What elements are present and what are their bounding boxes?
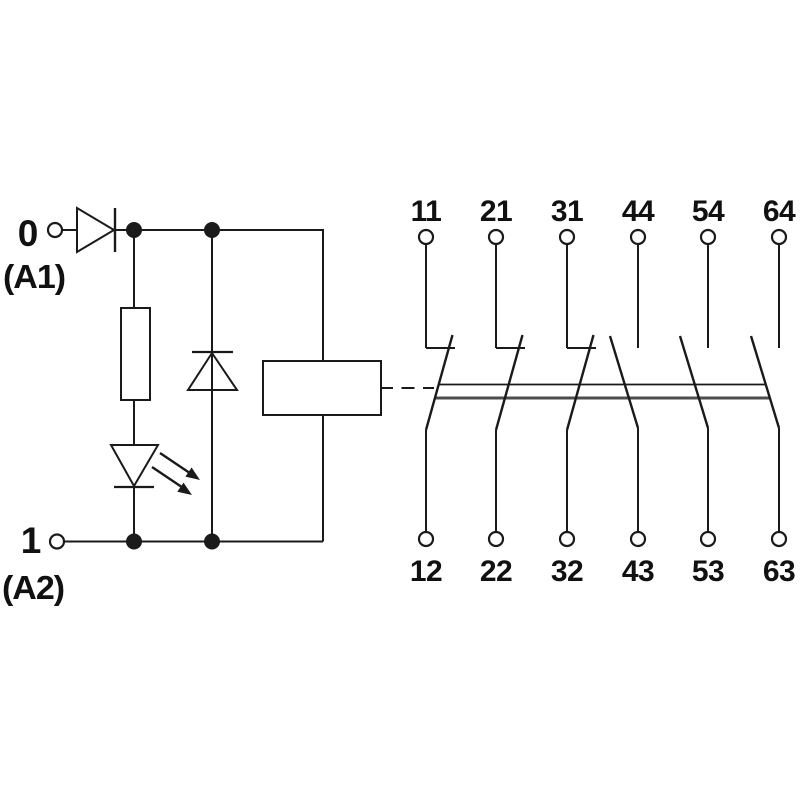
- terminal-a2-label: (A2): [2, 569, 64, 606]
- led-triangle: [109, 444, 160, 489]
- contact-bottom-label: 43: [622, 555, 654, 588]
- contact-moving-arm: [608, 335, 640, 429]
- junction-dot: [126, 222, 142, 238]
- contact-top-label: 64: [763, 195, 796, 228]
- resistor: [120, 307, 151, 401]
- emission-arrow-head: [185, 467, 200, 480]
- terminal-0-circle: [46, 221, 64, 239]
- contact-pole-21-22: 21 22: [480, 195, 525, 588]
- contact-top-terminal-circle: [629, 228, 647, 246]
- contact-bottom-terminal-circle: [699, 530, 717, 548]
- contact-bottom-label: 22: [480, 555, 512, 588]
- junction-dot: [204, 533, 220, 550]
- contact-bottom-terminal-circle: [417, 530, 435, 548]
- series-diode-triangle: [76, 206, 116, 254]
- contact-pole-31-32: 31 32: [551, 195, 596, 588]
- contact-moving-arm: [749, 335, 781, 429]
- contact-top-label: 21: [480, 195, 512, 228]
- contact-block: 11 12 21 22 31 32 44 43 54 53 64 63: [410, 195, 797, 588]
- emission-arrow-line: [151, 466, 182, 488]
- contact-pole-54-53: 54 53: [678, 195, 725, 588]
- contact-pole-11-12: 11 12: [410, 195, 455, 588]
- contact-bottom-label: 53: [692, 555, 724, 588]
- contact-top-label: 11: [411, 195, 442, 228]
- contact-top-terminal-circle: [487, 228, 505, 246]
- light-emission-arrows: [151, 452, 200, 495]
- contact-top-label: 31: [551, 195, 583, 228]
- emission-arrow-line: [159, 452, 190, 474]
- terminal-1-circle: [48, 533, 66, 550]
- contact-top-terminal-circle: [417, 228, 435, 246]
- contact-moving-arm: [678, 335, 710, 429]
- contact-pole-44-43: 44 43: [608, 195, 655, 588]
- suppressor-diode-triangle: [186, 351, 239, 391]
- contact-bottom-label: 12: [410, 555, 442, 588]
- emission-arrow-head: [177, 482, 192, 495]
- terminal-0-number-label: 0: [18, 213, 39, 254]
- contact-bottom-terminal-circle: [487, 530, 505, 548]
- contact-bottom-label: 63: [763, 555, 795, 588]
- top-rail: [115, 229, 324, 361]
- contact-top-terminal-circle: [770, 228, 788, 246]
- contact-bottom-terminal-circle: [629, 530, 647, 548]
- contact-bottom-label: 32: [551, 555, 583, 588]
- contact-top-terminal-circle: [558, 228, 576, 246]
- contact-top-terminal-circle: [699, 228, 717, 246]
- contact-moving-arm: [494, 334, 524, 431]
- relay-coil: [262, 360, 382, 416]
- terminal-a1-label: (A1): [3, 258, 65, 295]
- contact-top-label: 44: [622, 195, 655, 228]
- control-circuit: [46, 206, 382, 550]
- junction-dot: [126, 533, 142, 550]
- contact-top-label: 54: [692, 195, 725, 228]
- contact-pole-64-63: 64 63: [749, 195, 796, 588]
- junction-dot: [204, 222, 220, 238]
- terminal-1-number-label: 1: [21, 520, 42, 561]
- contact-bottom-terminal-circle: [558, 530, 576, 548]
- contact-moving-arm: [565, 334, 595, 431]
- contact-moving-arm: [424, 334, 454, 431]
- contact-bottom-terminal-circle: [770, 530, 788, 548]
